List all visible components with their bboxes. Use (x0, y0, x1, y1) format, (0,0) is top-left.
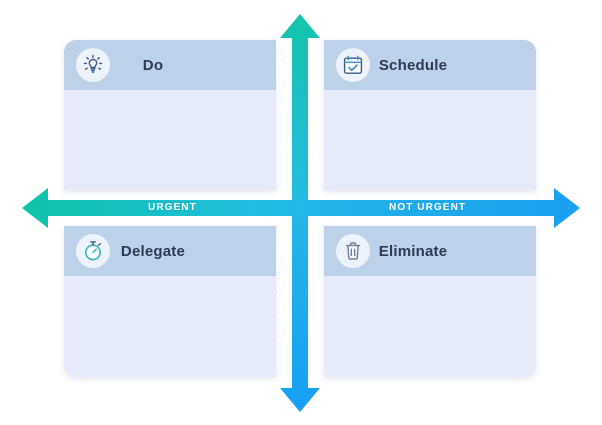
axis-label-not-important: NOT IMPORTANT (276, 244, 287, 341)
quadrant-schedule-label: Schedule (378, 56, 448, 74)
quadrant-schedule: Schedule (324, 40, 536, 190)
quadrant-eliminate: Eliminate (324, 226, 536, 377)
calendar-check-icon (336, 48, 370, 82)
quadrant-delegate-header: Delegate (64, 226, 276, 276)
quadrant-delegate-label: Delegate (120, 242, 186, 260)
trash-icon (336, 234, 370, 268)
quadrant-do-header: Do (64, 40, 276, 90)
axis-label-important: IMPORTANT (276, 39, 287, 108)
quadrant-schedule-header: Schedule (324, 40, 536, 90)
quadrant-do-label: Do (142, 56, 164, 74)
horizontal-axis-arrow (22, 188, 580, 228)
lightbulb-icon (76, 48, 110, 82)
stopwatch-icon (76, 234, 110, 268)
quadrant-eliminate-label: Eliminate (378, 242, 448, 260)
axis-label-not-urgent: NOT URGENT (389, 202, 467, 213)
axis-label-urgent: URGENT (148, 202, 197, 213)
quadrant-eliminate-header: Eliminate (324, 226, 536, 276)
quadrant-do: Do (64, 40, 276, 190)
quadrant-delegate: Delegate (64, 226, 276, 377)
